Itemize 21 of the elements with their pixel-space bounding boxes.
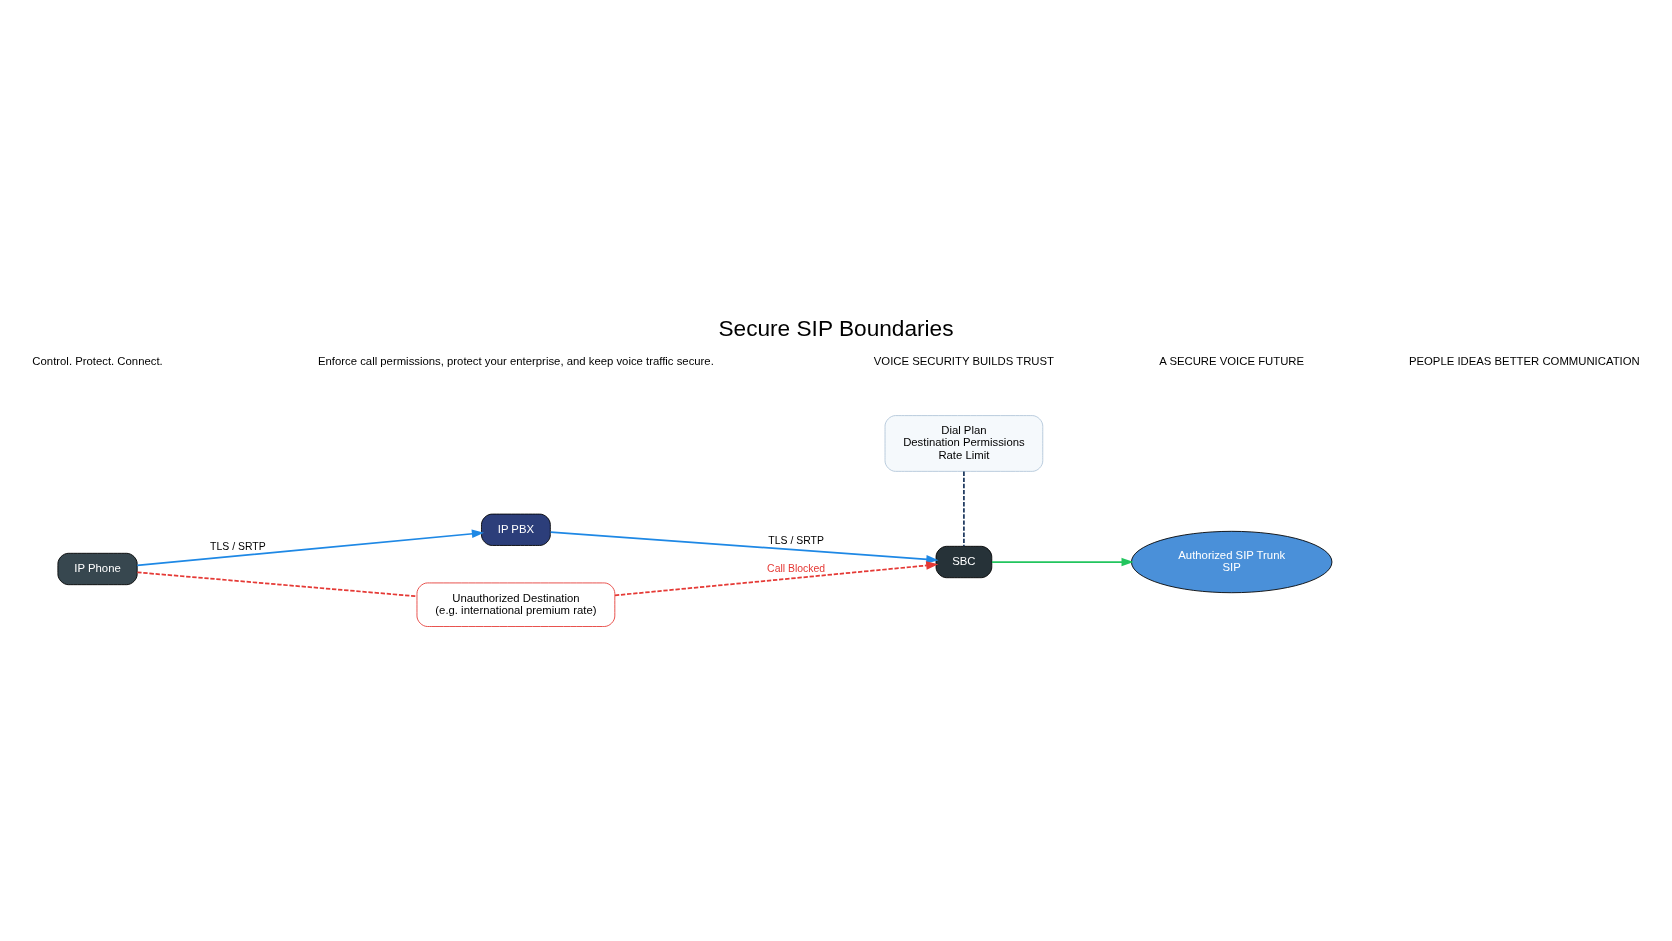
arrow: [991, 557, 1134, 567]
edge-label: Call Blocked: [767, 563, 826, 575]
node-box: Dial Plan Destination Permissions Rate Limit: [884, 415, 1044, 472]
edge-label: TLS / SRTP: [210, 541, 266, 553]
label: A SECURE VOICE FUTURE: [1159, 355, 1305, 368]
label: VOICE SECURITY BUILDS TRUST: [873, 355, 1055, 368]
diagram-title: Secure SIP Boundaries: [718, 315, 954, 342]
edge-label: TLS / SRTP: [768, 535, 824, 547]
label: PEOPLE IDEAS BETTER COMMUNICATION: [1408, 355, 1640, 368]
node-box: Unauthorized Destination (e.g. international premium rate): [416, 582, 616, 627]
label: Enforce call permissions, protect your enterprise, and keep voice traffic secure.: [317, 355, 714, 368]
arrow: [614, 561, 939, 597]
node-box: IP Phone: [57, 552, 138, 586]
connector: [136, 571, 418, 598]
node-box: SBC: [935, 545, 993, 579]
label: Control. Protect. Connect.: [32, 355, 163, 368]
arrow: [136, 529, 485, 567]
arrow: [549, 531, 939, 564]
node-ellipse: Authorized SIP Trunk SIP: [1131, 530, 1333, 594]
connector: [963, 470, 965, 548]
node-box: IP PBX: [481, 513, 551, 546]
